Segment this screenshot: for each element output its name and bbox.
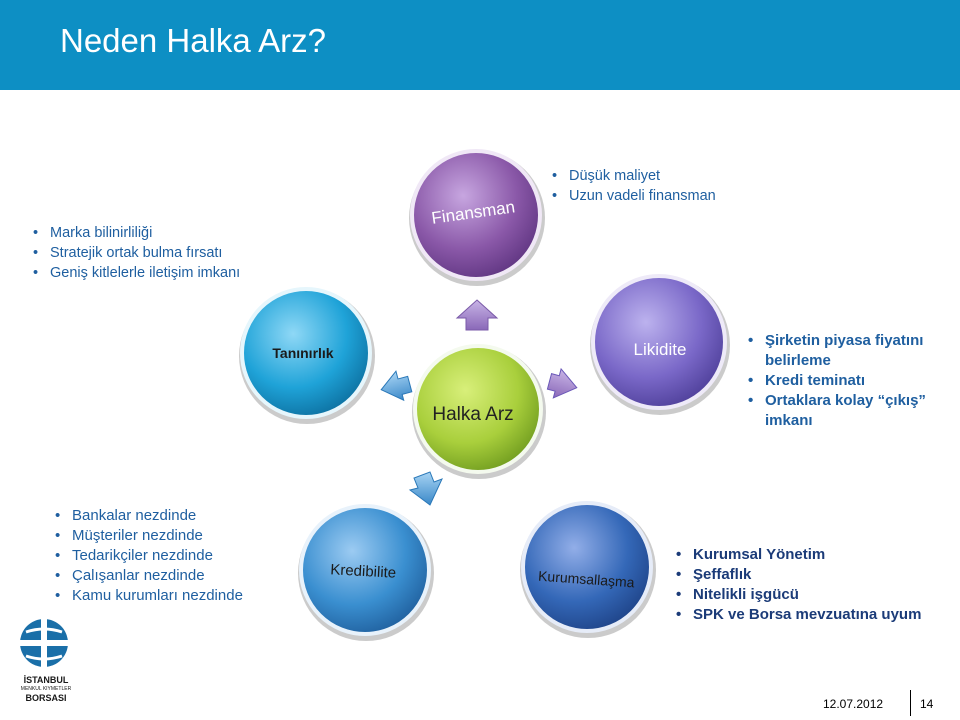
slide-date: 12.07.2012: [823, 697, 884, 711]
title-bar: Neden Halka Arz?: [0, 0, 960, 90]
tanınırlık-node: Tanınırlık: [239, 287, 375, 424]
list-item: Kurumsal Yönetim: [673, 545, 921, 565]
down-arrow-icon: [408, 471, 443, 506]
finansman-node: Finansman: [409, 149, 545, 286]
right-arrow-icon: [546, 367, 578, 399]
tanınırlık-list: Marka bilinirliliği Stratejik ortak bulm…: [30, 223, 240, 283]
footer-divider: [910, 690, 911, 716]
list-item: Şirketin piyasa fiyatını belirleme: [745, 331, 945, 371]
likidite-label: Likidite: [634, 340, 687, 359]
page-title: Neden Halka Arz?: [60, 22, 326, 59]
list-item: Müşteriler nezdinde: [52, 526, 243, 546]
list-item: Kredi teminatı: [745, 371, 945, 391]
list-item: SPK ve Borsa mevzuatına uyum: [673, 605, 921, 625]
list-item: Ortaklara kolay “çıkış” imkanı: [745, 391, 945, 431]
logo-line2: MENKUL KIYMETLER: [20, 686, 72, 692]
kurumsallasma-label: Kurumsallaşma: [538, 568, 636, 591]
list-item: Bankalar nezdinde: [52, 506, 243, 526]
kurumsallasma-list: Kurumsal Yönetim Şeffaflık Nitelikli işg…: [673, 545, 921, 625]
logo-line1: İSTANBUL: [23, 675, 69, 685]
list-item: Düşük maliyet: [549, 166, 716, 186]
kredibilite-list: Bankalar nezdinde Müşteriler nezdinde Te…: [52, 506, 243, 606]
list-item: Çalışanlar nezdinde: [52, 566, 243, 586]
list-item: Şeffaflık: [673, 565, 921, 585]
up-arrow-icon: [455, 299, 499, 331]
finansman-list: Düşük maliyet Uzun vadeli finansman: [549, 166, 716, 206]
kurumsallasma-node: Kurumsallaşma: [520, 501, 656, 638]
kredibilite-node: Kredibilite: [298, 504, 434, 641]
center-label: Halka Arz: [432, 404, 513, 425]
borsa-logo-icon: [20, 619, 68, 667]
tanınırlık-label: Tanınırlık: [272, 345, 333, 361]
list-item: Marka bilinirliliği: [30, 223, 240, 243]
page-number: 14: [920, 697, 934, 711]
list-item: Nitelikli işgücü: [673, 585, 921, 605]
center-node: Halka Arz: [412, 344, 546, 479]
likidite-node: Likidite: [590, 274, 730, 415]
list-item: Uzun vadeli finansman: [549, 186, 716, 206]
likidite-list: Şirketin piyasa fiyatını belirleme Kredi…: [745, 331, 945, 431]
list-item: Geniş kitlelerle iletişim imkanı: [30, 263, 240, 283]
logo-line3: BORSASI: [25, 693, 67, 703]
kredibilite-label: Kredibilite: [330, 561, 397, 581]
list-item: Kamu kurumları nezdinde: [52, 586, 243, 606]
list-item: Stratejik ortak bulma fırsatı: [30, 243, 240, 263]
left-arrow-icon: [380, 370, 413, 402]
list-item: Tedarikçiler nezdinde: [52, 546, 243, 566]
